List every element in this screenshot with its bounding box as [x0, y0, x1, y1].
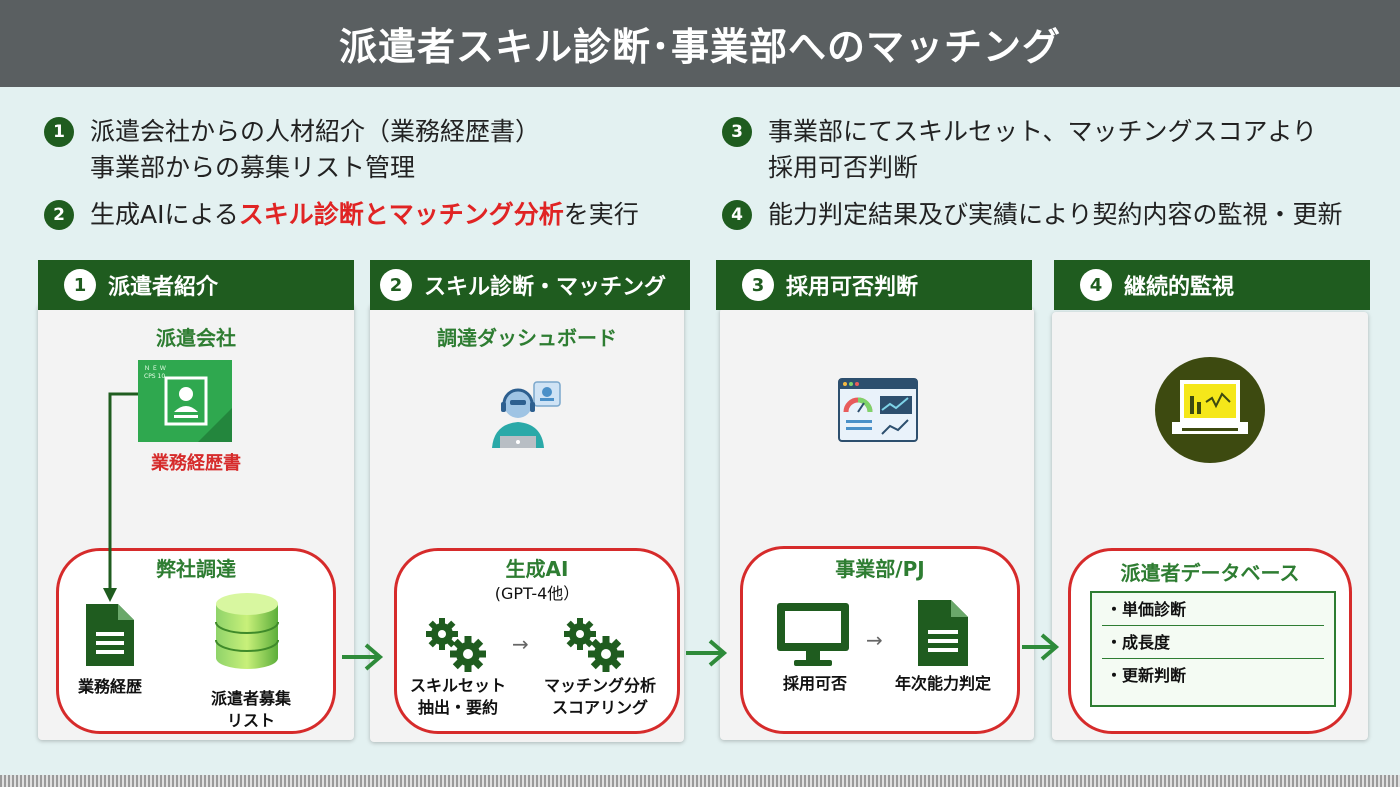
gears-icon — [564, 618, 624, 672]
hire-decision-label: 採用可否 — [782, 674, 847, 693]
db-row-renewal: ・更新判断 — [1106, 666, 1187, 685]
recruit-list-label: 派遣者募集 リスト — [196, 688, 306, 732]
laptop-analytics-icon — [1155, 357, 1265, 463]
flow-arrow-1 — [342, 643, 384, 671]
bullet-number: 1 — [44, 117, 74, 147]
db-metrics-box: ・単価診断 ・成長度 ・更新判断 — [1090, 591, 1336, 707]
company-label: 派遣会社 — [156, 326, 236, 350]
dashboard-label: 調達ダッシュボード — [437, 326, 617, 350]
bullet-3-line1: 事業部にてスキルセット、マッチングスコアより — [768, 117, 1318, 146]
footer-pattern — [0, 775, 1400, 787]
matching-score-line2: スコアリング — [551, 698, 648, 717]
matching-score-label: マッチング分析 スコアリング — [530, 675, 670, 719]
skill-extract-line2: 抽出・要約 — [417, 698, 498, 717]
skill-extract-label: スキルセット 抽出・要約 — [396, 675, 520, 719]
annual-assessment-label: 年次能力判定 — [894, 674, 991, 693]
bullet-number: 4 — [722, 200, 752, 230]
phase-number: 1 — [64, 269, 96, 301]
flow-arrow-3 — [1022, 633, 1060, 661]
matching-score-line1: マッチング分析 — [543, 676, 656, 695]
bullet-2-highlight: スキル診断とマッチング分析 — [238, 200, 564, 229]
phase-header-1: 1 派遣者紹介 — [38, 260, 354, 310]
process-arrow: → — [866, 628, 883, 652]
procurement-title: 弊社調達 — [156, 557, 236, 581]
bullet-4-line1: 能力判定結果及び実績により契約内容の監視・更新 — [768, 200, 1343, 229]
skill-extract-line1: スキルセット — [409, 676, 506, 695]
phase-header-4: 4 継続的監視 — [1054, 260, 1370, 310]
phase-label: 派遣者紹介 — [108, 275, 219, 300]
bullet-2-post: を実行 — [563, 200, 639, 229]
phase-number: 2 — [380, 269, 412, 301]
phase-header-3: 3 採用可否判断 — [716, 260, 1032, 310]
resume-label: 業務経歴書 — [151, 453, 241, 474]
phase-label: 継続的監視 — [1124, 275, 1235, 300]
bullet-3-line2: 採用可否判断 — [768, 153, 919, 182]
db-row-unit-price: ・単価診断 — [1102, 593, 1324, 626]
bullet-number: 3 — [722, 117, 752, 147]
document-icon — [918, 600, 968, 666]
title-bar: 派遣者スキル診断･事業部へのマッチング — [0, 0, 1400, 87]
phase-label: スキル診断・マッチング — [424, 275, 667, 300]
db-row-growth: ・成長度 — [1102, 626, 1324, 659]
flow-arrow-2 — [686, 639, 728, 667]
bullet-4: 4 能力判定結果及び実績により契約内容の監視・更新 — [722, 197, 1343, 233]
dashboard-monitor-icon — [838, 378, 918, 442]
resume-document-icon: Ｎ Ｅ Ｗ CPS 10 — [138, 360, 232, 442]
division-title: 事業部/PJ — [835, 557, 925, 581]
gears-icon — [426, 618, 486, 672]
recruit-list-label-line1: 派遣者募集 — [210, 689, 291, 708]
phase-number: 4 — [1080, 269, 1112, 301]
doc-tag-top: Ｎ Ｅ Ｗ — [144, 365, 166, 372]
db-title: 派遣者データベース — [1120, 561, 1300, 585]
ai-operator-icon — [492, 381, 561, 448]
phase-header-2: 2 スキル診断・マッチング — [370, 260, 690, 310]
process-arrow: → — [512, 632, 529, 656]
resume-flow-arrow — [103, 392, 138, 602]
computer-monitor-icon — [777, 603, 849, 666]
doc-tag-bottom: CPS 10 — [144, 373, 165, 380]
document-icon — [86, 604, 134, 666]
bullet-3: 3 事業部にてスキルセット、マッチングスコアより 採用可否判断 — [722, 114, 1317, 186]
bullet-2: 2 生成AIによるスキル診断とマッチング分析を実行 — [44, 197, 639, 233]
page-title: 派遣者スキル診断･事業部へのマッチング — [338, 25, 1061, 69]
work-history-label: 業務経歴 — [77, 677, 142, 696]
bullet-number: 2 — [44, 200, 74, 230]
phase-number: 3 — [742, 269, 774, 301]
recruit-list-label-line2: リスト — [226, 711, 275, 730]
gen-ai-title: 生成AI — [505, 557, 569, 581]
bullet-1: 1 派遣会社からの人材紹介（業務経歴書） 事業部からの募集リスト管理 — [44, 114, 540, 186]
phase-label: 採用可否判断 — [786, 275, 919, 300]
bullet-1-line2: 事業部からの募集リスト管理 — [90, 153, 416, 182]
bullet-2-pre: 生成AIによる — [90, 200, 239, 229]
bullet-1-line1: 派遣会社からの人材紹介（業務経歴書） — [90, 117, 541, 146]
gen-ai-subtitle: (GPT-4他） — [494, 584, 580, 603]
database-icon — [215, 593, 279, 669]
